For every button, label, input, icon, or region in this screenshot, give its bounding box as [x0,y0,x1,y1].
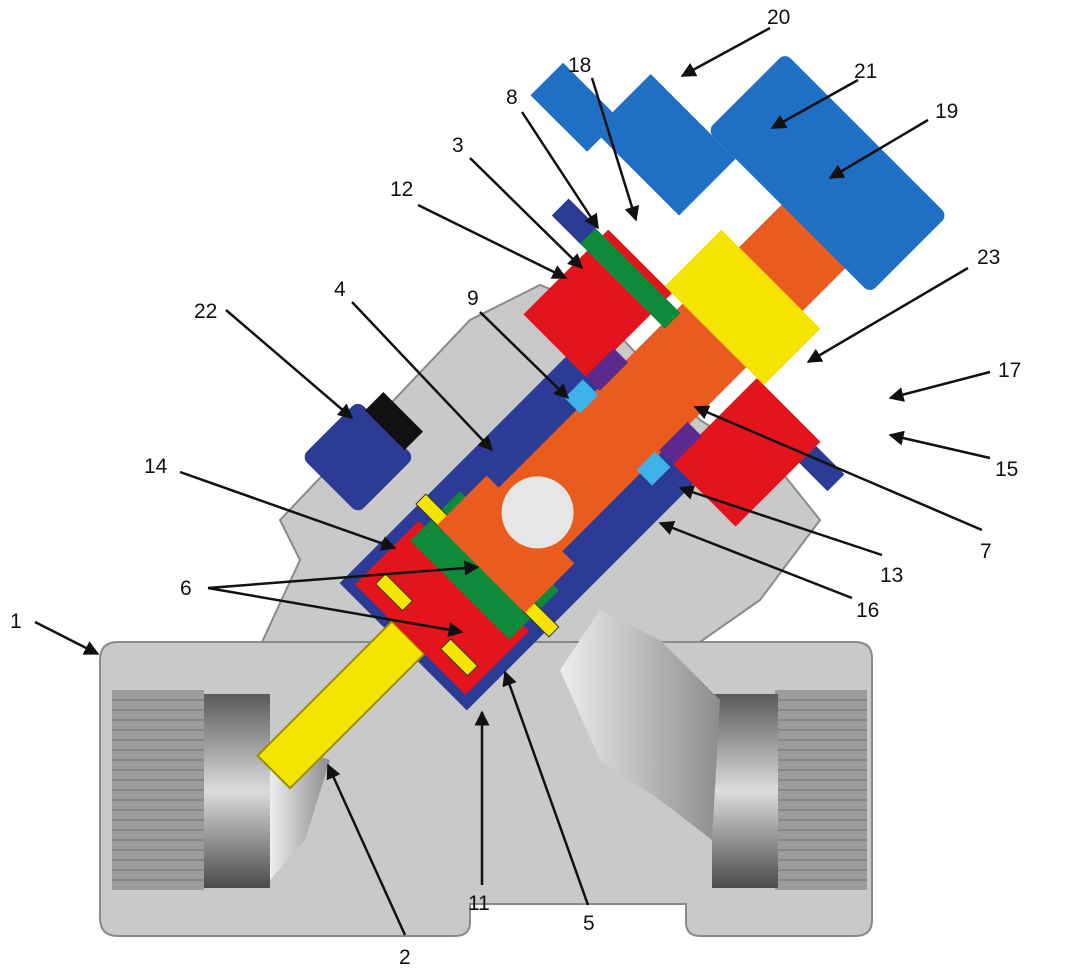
valve-stem [470,162,888,580]
right-port-thread-lines [775,699,867,881]
seat-block [355,520,530,695]
side-plug [304,392,423,511]
pin-a [374,573,414,612]
leader-17 [888,370,991,402]
callout-18: 18 [568,54,591,77]
stem-head [437,475,575,613]
callout-4: 4 [334,278,346,301]
right-flow-passage [560,610,720,840]
stem-cross-hole [501,476,574,549]
right-port-bore [712,694,778,888]
callout-23: 23 [977,246,1000,269]
callout-7: 7 [980,540,992,563]
leader-1 [34,620,100,656]
leader-8 [520,111,600,230]
packing-nut [664,229,821,386]
leader-19 [828,118,929,180]
callout-2: 2 [399,946,411,969]
leader-6a [207,560,480,590]
callout-16: 16 [856,599,879,622]
callout-8: 8 [506,86,518,109]
left-port-bore [204,694,270,888]
callout-leaders [34,26,991,936]
callout-1: 1 [10,610,22,633]
bonnet-housing-upper [523,229,672,379]
callout-6: 6 [180,577,192,600]
callout-20: 20 [767,6,790,29]
handle-stem [594,74,736,216]
leader-23 [806,266,969,364]
leader-9 [479,311,570,400]
leader-5 [502,670,590,906]
leader-20 [680,26,771,78]
leader-2 [326,763,407,936]
callout-5: 5 [583,912,595,935]
gland-ring [572,221,681,329]
packing-upper [585,348,629,391]
leader-21 [770,78,859,130]
leader-18 [590,77,640,222]
handle-knob [530,62,620,152]
ring-upper [564,379,599,414]
side-plug-seal [365,392,423,450]
leader-6b [207,586,464,638]
pin-b [439,638,479,677]
leader-3 [469,157,584,270]
callout-22: 22 [194,300,217,323]
leader-7 [693,405,983,532]
callout-19: 19 [935,100,958,123]
callout-21: 21 [854,60,877,83]
callout-11: 11 [468,892,490,915]
leader-4 [351,301,494,452]
leader-15 [888,430,991,460]
callout-14: 14 [144,455,168,478]
callout-9: 9 [467,287,479,310]
bonnet-assembly [256,56,945,790]
bonnet-housing-lower [671,378,821,527]
packing-lower [659,421,702,465]
callout-labels: 1 2 3 4 5 6 7 8 9 11 12 13 14 15 16 17 1… [10,6,1021,969]
side-plug-cap [304,403,412,511]
handle-body [710,56,945,290]
callout-12: 12 [390,178,413,201]
callout-17: 17 [998,359,1021,382]
callout-13: 13 [880,564,903,587]
ring-lower [636,451,671,486]
bolt-upper [551,198,597,244]
left-port-thread-lines [112,699,204,881]
leader-12 [417,203,568,280]
leader-14 [179,470,397,551]
leader-16 [658,520,853,600]
leader-13 [678,485,883,557]
callout-15: 15 [995,458,1018,481]
leader-22 [225,309,354,419]
callout-3: 3 [452,134,464,157]
